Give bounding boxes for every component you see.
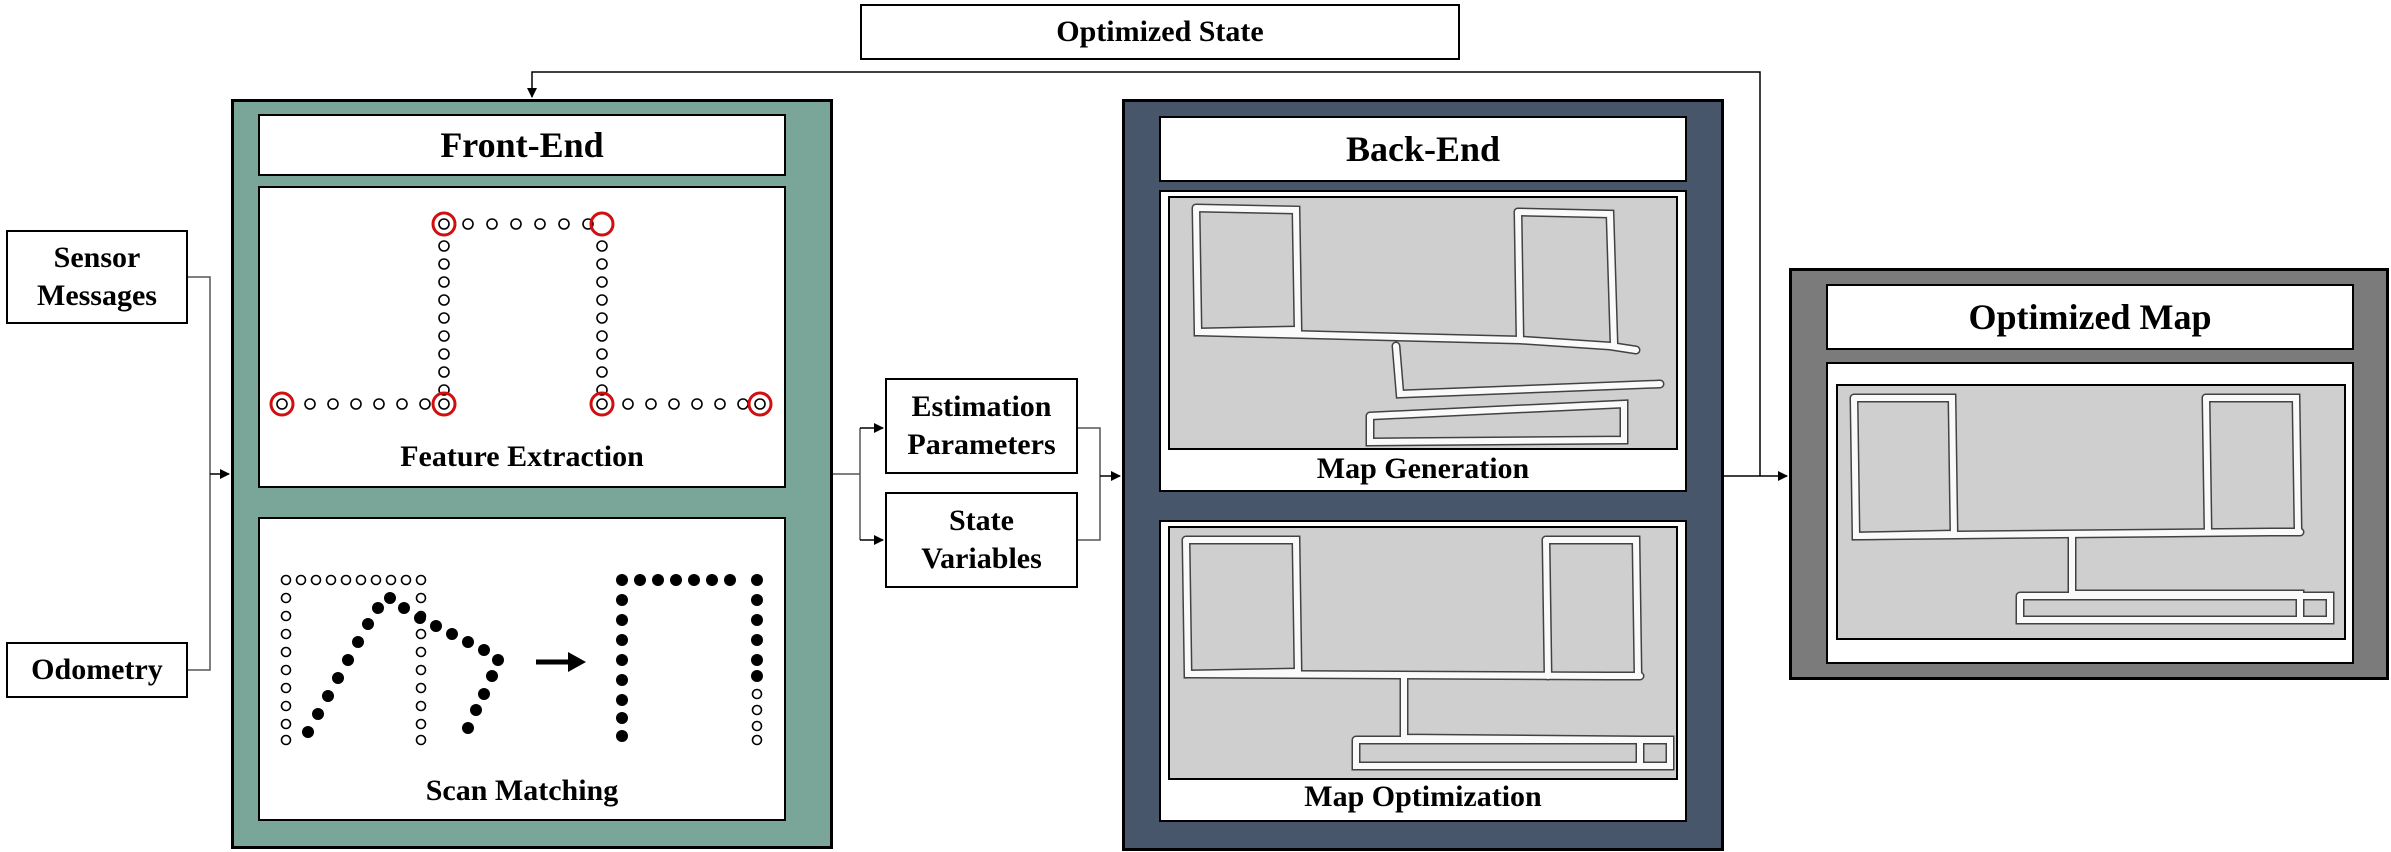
back-end-title: Back-End: [1159, 116, 1687, 182]
scan-arrow: [536, 652, 586, 672]
frontend-split-connector: [833, 423, 884, 545]
feature-extraction-caption: Feature Extraction: [400, 440, 644, 473]
scan-current-points: [302, 592, 504, 738]
scan-aligned-points: [616, 574, 763, 746]
feature-corner-highlights: [269, 211, 773, 417]
map-generation-caption: Map Generation: [1316, 452, 1530, 485]
input-connector: [188, 276, 230, 671]
optimized-map-sketch: [1849, 393, 2335, 625]
feature-extraction-pane: [258, 186, 786, 488]
scan-reference-points: [280, 574, 427, 746]
estimation-parameters-box: Estimation Parameters: [885, 378, 1078, 474]
feature-points: [276, 218, 766, 410]
optimized-state-box: Optimized State: [860, 4, 1460, 60]
scan-matching-caption: Scan Matching: [425, 774, 619, 807]
sensor-messages-box: Sensor Messages: [6, 230, 188, 324]
middle-merge-connector: [1078, 427, 1121, 541]
scan-matching-pane: [258, 517, 786, 821]
front-end-title: Front-End: [258, 114, 786, 176]
feedback-connector: [527, 71, 1788, 481]
map-optimization-caption: Map Optimization: [1304, 780, 1542, 813]
map-generation-sketch: [1191, 203, 1665, 447]
odometry-box: Odometry: [6, 642, 188, 698]
map-optimization-sketch: [1181, 535, 1675, 771]
optimized-map-title: Optimized Map: [1826, 284, 2354, 350]
state-variables-box: State Variables: [885, 492, 1078, 588]
